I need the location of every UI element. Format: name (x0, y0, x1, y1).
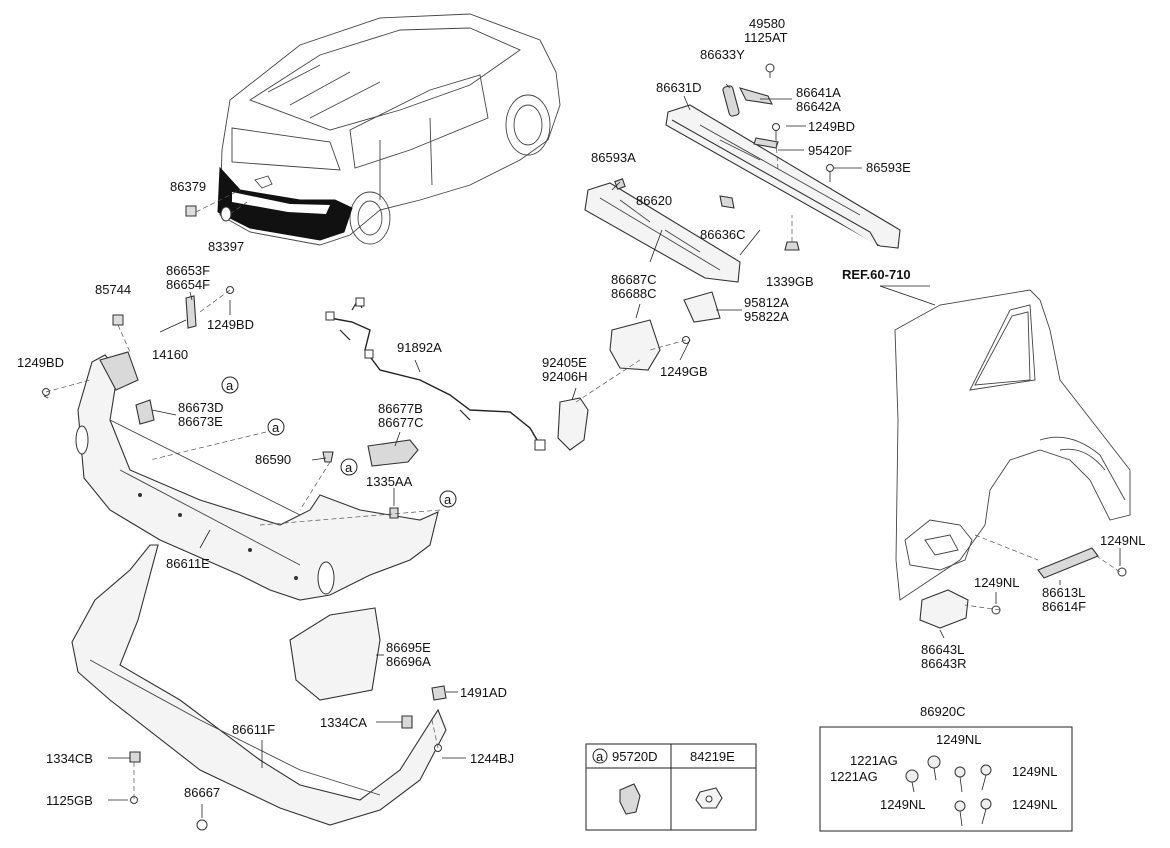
label-83397: 83397 (208, 239, 244, 254)
label-86667: 86667 (184, 785, 220, 800)
label-1249bd-top: 1249BD (808, 119, 855, 134)
label-86611f: 86611F (232, 722, 275, 737)
label-86642a: 86642A (796, 99, 841, 114)
label-86677b: 86677B (378, 401, 423, 416)
sensor-bracket-86687c (609, 319, 661, 371)
sensor-95812a (683, 291, 721, 323)
label-95420f: 95420F (808, 143, 852, 158)
label-1334cb: 1334CB (46, 751, 93, 766)
nut-1339gb (784, 241, 800, 251)
label-1221ag-a: 1221AG (850, 753, 898, 768)
label-1244bj: 1244BJ (470, 751, 514, 766)
label-86631d: 86631D (656, 80, 702, 95)
label-1221ag-b: 1221AG (830, 769, 878, 784)
label-86643l: 86643L (921, 642, 964, 657)
label-86695e: 86695E (386, 640, 431, 655)
label-86614f: 86614F (1042, 599, 1086, 614)
label-14160: 14160 (152, 347, 188, 362)
label-86920c: 86920C (920, 704, 966, 719)
label-92406h: 92406H (542, 369, 588, 384)
bracket-86641a (738, 87, 773, 105)
label-86593e: 86593E (866, 160, 911, 175)
label-ref-60-710: REF.60-710 (842, 267, 911, 282)
energy-absorber (584, 178, 741, 283)
bracket-86677b (367, 439, 419, 467)
label-1334ca: 1334CA (320, 715, 367, 730)
reflector-86613l (1037, 547, 1099, 579)
pad-95420f (753, 137, 779, 149)
label-95822a: 95822A (744, 309, 789, 324)
rear-lower-skirt (71, 544, 447, 826)
label-1249nl-kit-bottom-right: 1249NL (1012, 797, 1058, 812)
label-86379: 86379 (170, 179, 206, 194)
callout-a-4: a (444, 492, 452, 507)
label-86613l: 86613L (1042, 585, 1085, 600)
label-1249nl-right: 1249NL (1100, 533, 1146, 548)
label-86687c: 86687C (611, 272, 657, 287)
label-49580: 49580 (749, 16, 785, 31)
label-86677c: 86677C (378, 415, 424, 430)
label-92405e: 92405E (542, 355, 587, 370)
callout-a-3: a (345, 460, 353, 475)
label-1249gb: 1249GB (660, 364, 708, 379)
label-1125at: 1125AT (744, 30, 788, 45)
label-86611e: 86611E (166, 556, 210, 571)
wiring-harness (325, 297, 546, 451)
sensor-92405e (557, 397, 589, 451)
label-95812a: 95812A (744, 295, 789, 310)
skid-plate-86695e (289, 607, 381, 701)
vehicle-rear-view (217, 13, 561, 246)
callout-markers: a a a a (221, 376, 457, 508)
label-1125gb: 1125GB (46, 793, 93, 808)
label-86653f: 86653F (166, 263, 210, 278)
label-1249nl-kit-left: 1249NL (880, 797, 926, 812)
label-1491ad: 1491AD (460, 685, 507, 700)
legend-callout-a: a (596, 749, 604, 764)
rear-bumper-cover (75, 351, 439, 601)
legend-code-95720d: 95720D (612, 749, 658, 764)
label-86593a: 86593A (591, 150, 636, 165)
label-1249bd-mid: 1249BD (207, 317, 254, 332)
label-86641a: 86641A (796, 85, 841, 100)
label-86643r: 86643R (921, 656, 967, 671)
fastener-kit: 86920C 1249NL 1221AG 1221AG 1249NL 1249N… (819, 704, 1073, 832)
label-91892a: 91892A (397, 340, 442, 355)
label-86633y: 86633Y (700, 47, 745, 62)
clip-95720d-icon (619, 783, 641, 815)
rear-beam-assembly (665, 63, 901, 251)
legend-table: a 95720D 84219E (585, 743, 757, 831)
label-86636c: 86636C (700, 227, 746, 242)
label-86654f: 86654F (166, 277, 210, 292)
label-86620: 86620 (636, 193, 672, 208)
callout-a-2: a (272, 420, 280, 435)
bracket-86633y (722, 85, 740, 117)
label-1249nl-kit-right: 1249NL (1012, 764, 1058, 779)
label-86673e: 86673E (178, 414, 223, 429)
label-1339gb: 1339GB (766, 274, 814, 289)
callout-a-1: a (226, 378, 234, 393)
bracket-86643l (919, 589, 969, 629)
label-1249bd-left: 1249BD (17, 355, 64, 370)
bolt-icons (905, 755, 992, 827)
label-1249nl-mid: 1249NL (974, 575, 1020, 590)
label-86688c: 86688C (611, 286, 657, 301)
fender-reference (894, 289, 1131, 601)
label-86590: 86590 (255, 452, 291, 467)
label-86673d: 86673D (178, 400, 224, 415)
part-labels: 49580 1125AT 86633Y 86631D 86641A 86642A… (17, 16, 1146, 808)
label-1249nl-kit-top: 1249NL (936, 732, 982, 747)
label-86696a: 86696A (386, 654, 431, 669)
label-1335aa: 1335AA (366, 474, 413, 489)
leader-lines (43, 83, 1121, 818)
label-85744: 85744 (95, 282, 131, 297)
legend-code-84219e: 84219E (690, 749, 735, 764)
